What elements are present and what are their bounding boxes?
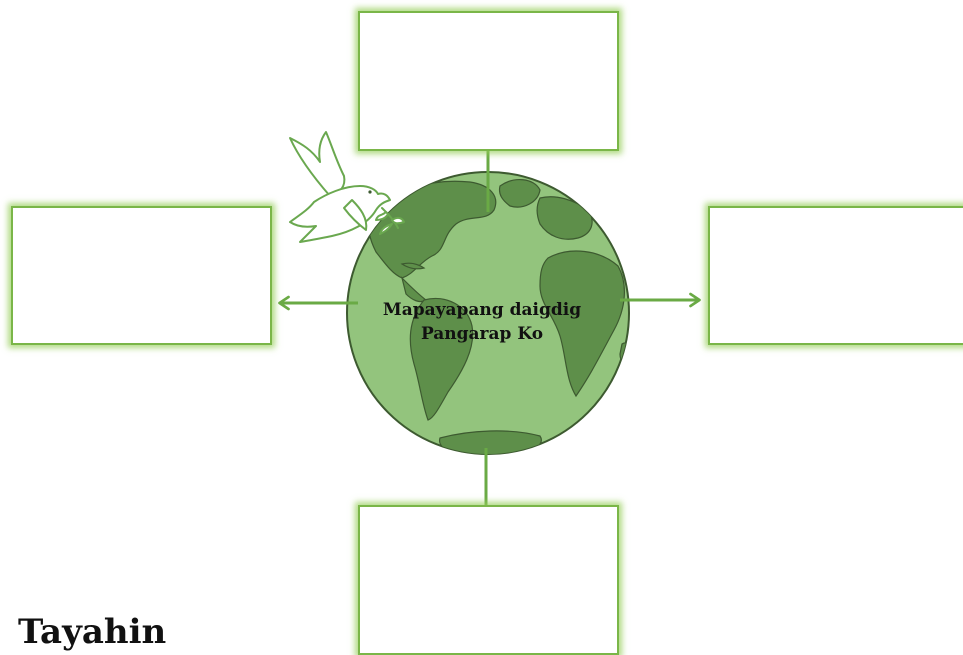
- answer-box-top[interactable]: [358, 11, 619, 151]
- answer-box-bottom[interactable]: [358, 505, 619, 655]
- center-label: Mapayapang daigdig Pangarap Ko: [362, 298, 602, 346]
- center-label-line1: Mapayapang daigdig: [362, 298, 602, 322]
- answer-box-left[interactable]: [11, 206, 272, 345]
- answer-box-right[interactable]: [708, 206, 963, 345]
- section-title: Tayahin: [18, 612, 166, 652]
- center-label-line2: Pangarap Ko: [362, 322, 602, 346]
